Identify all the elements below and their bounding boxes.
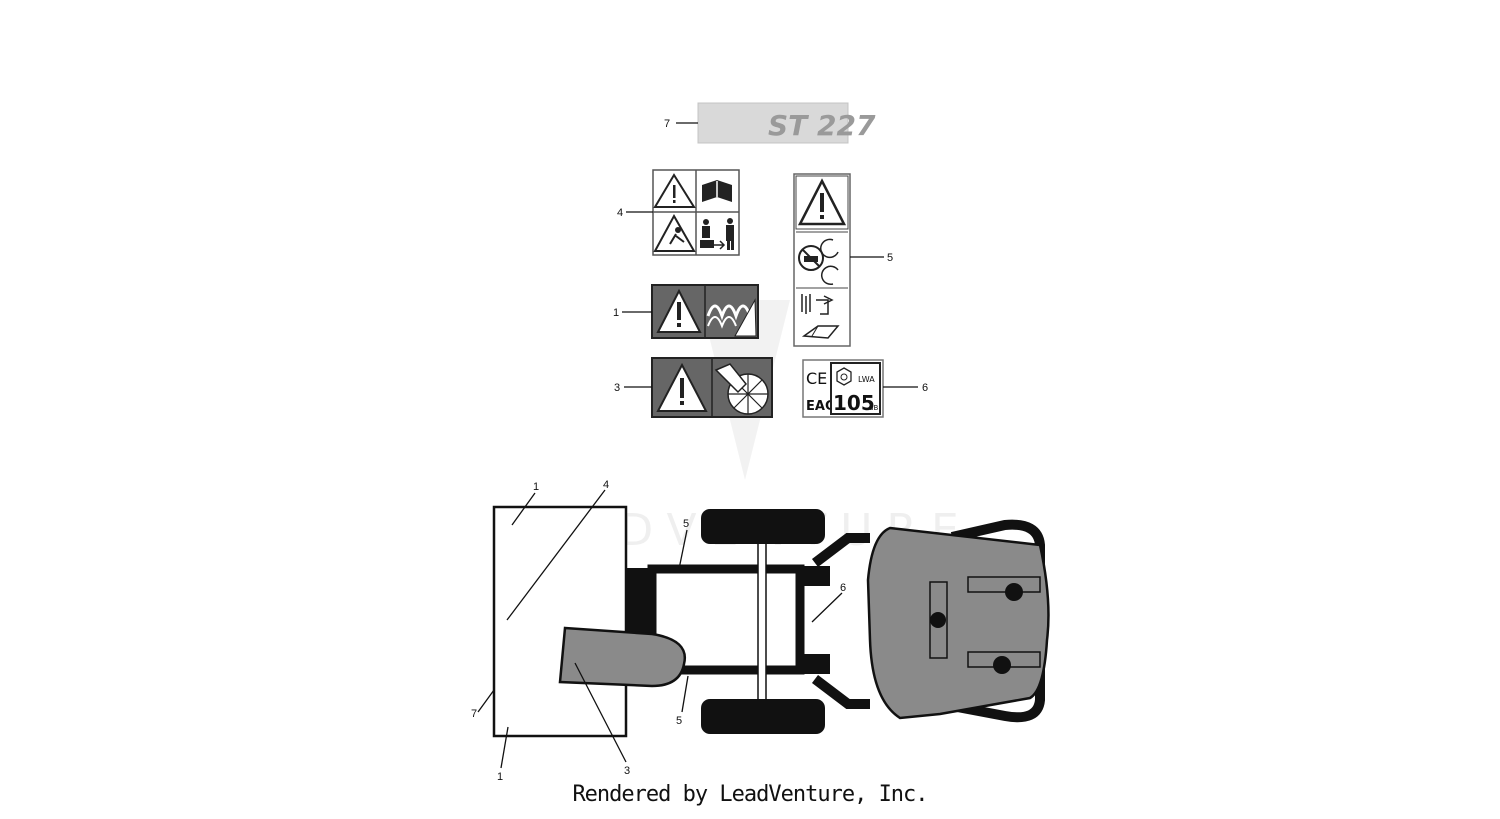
sound-power-icon xyxy=(836,367,852,386)
warning-triangle-icon xyxy=(653,173,696,208)
engine-knob xyxy=(930,612,946,628)
callout-machine-1-bottom: 1 xyxy=(497,771,503,783)
bystander-distance-icon xyxy=(700,218,734,250)
callout-decal-7: 7 xyxy=(664,118,670,130)
callout-machine-4-top: 4 xyxy=(603,479,609,491)
warning-triangle-icon xyxy=(656,362,708,412)
auger-housing xyxy=(492,505,628,738)
warning-triangle-icon xyxy=(656,288,702,333)
decal-7-model-plate: ST 227 xyxy=(697,102,876,144)
noise-value: 105 xyxy=(833,391,875,415)
slip-hazard-icon xyxy=(653,213,696,252)
callout-machine-5-top: 5 xyxy=(683,518,689,530)
engine-shroud xyxy=(866,526,1050,720)
footer-credit: Rendered by LeadVenture, Inc. xyxy=(572,782,928,807)
control-knob-upper xyxy=(1005,583,1023,601)
callout-machine-1-top: 1 xyxy=(533,481,539,493)
wheel-bottom xyxy=(701,699,825,734)
callout-machine-6: 6 xyxy=(840,582,846,594)
decal-6-noise-label: CE EAC LWA 105 dB xyxy=(802,359,884,418)
machine-leader-lines xyxy=(477,489,843,769)
callout-decal-1: 1 xyxy=(613,307,619,319)
noise-unit: LWA xyxy=(858,375,875,384)
ce-mark: CE xyxy=(806,369,827,388)
decal-3-impeller-warning xyxy=(651,357,773,418)
auger-hand-entanglement-icon xyxy=(706,298,757,337)
no-hands-rotating-parts-icon xyxy=(798,238,839,286)
snowblower-top-view xyxy=(492,505,1050,738)
callout-decal-5: 5 xyxy=(887,252,893,264)
eac-mark: EAC xyxy=(806,399,834,414)
callout-decal-4: 4 xyxy=(617,207,623,219)
discharge-chute xyxy=(558,626,687,688)
operator-manual-icon xyxy=(702,180,732,202)
control-panel-upper xyxy=(967,576,1041,593)
decal-1-auger-warning xyxy=(651,284,759,339)
noise-db: dB xyxy=(869,404,878,412)
handlebar xyxy=(811,533,870,709)
callout-machine-3: 3 xyxy=(624,765,630,777)
wheel-top xyxy=(701,509,825,544)
callout-machine-7: 7 xyxy=(471,708,477,720)
warning-triangle-icon xyxy=(797,178,847,226)
model-plate-text: ST 227 xyxy=(768,109,876,142)
axle xyxy=(757,539,767,705)
callout-decal-3: 3 xyxy=(614,382,620,394)
impeller-hand-hazard-icon xyxy=(714,363,769,415)
callout-machine-5-bottom: 5 xyxy=(676,715,682,727)
decal-4-safety-label xyxy=(652,169,740,256)
decal-5-vertical-label xyxy=(793,173,851,347)
clearing-tool-manual-icon xyxy=(801,294,840,339)
callout-decal-6: 6 xyxy=(922,382,928,394)
control-knob-lower xyxy=(993,656,1011,674)
